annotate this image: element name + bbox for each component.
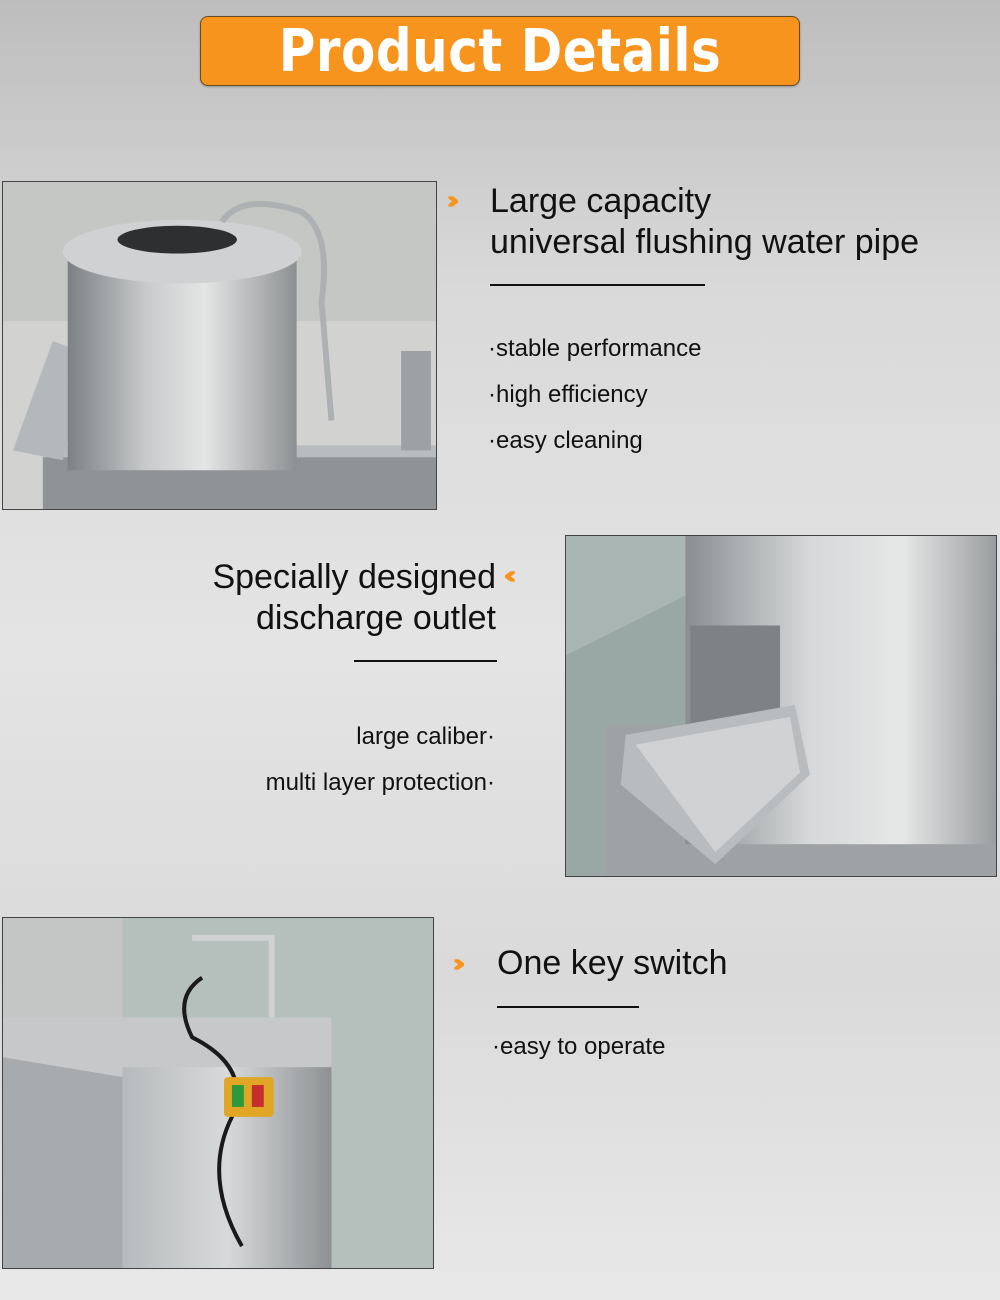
section-heading-line: Large capacity [490, 182, 712, 220]
feature-item: ·stable performance [488, 335, 702, 362]
double-chevron-right-icon: ››› [452, 949, 466, 979]
feature-item: ·high efficiency [488, 381, 648, 408]
drum-illustration [3, 182, 436, 509]
section-divider [354, 660, 497, 662]
section-heading-line: Specially designed [212, 558, 496, 596]
section-heading-line: One key switch [497, 944, 728, 982]
section-divider [490, 284, 705, 286]
double-chevron-left-icon: ‹‹‹ [503, 561, 517, 591]
feature-item: large caliber· [356, 723, 495, 750]
section-heading-line: discharge outlet [255, 599, 496, 637]
switch-box-illustration [3, 918, 433, 1268]
feature-item: multi layer protection· [265, 769, 495, 796]
photo-switch-box [2, 917, 434, 1269]
discharge-chute-illustration [566, 536, 996, 876]
feature-item: ·easy cleaning [488, 427, 643, 454]
feature-item: ·easy to operate [492, 1033, 666, 1060]
section-heading-line: universal flushing water pipe [490, 223, 920, 261]
photo-discharge-outlet [565, 535, 997, 877]
product-details-banner: Product Details [200, 16, 800, 86]
page-title: Product Details [278, 16, 722, 86]
double-chevron-right-icon: ››› [446, 186, 460, 216]
section-divider [497, 1006, 639, 1008]
photo-drum-water-pipe [2, 181, 437, 510]
